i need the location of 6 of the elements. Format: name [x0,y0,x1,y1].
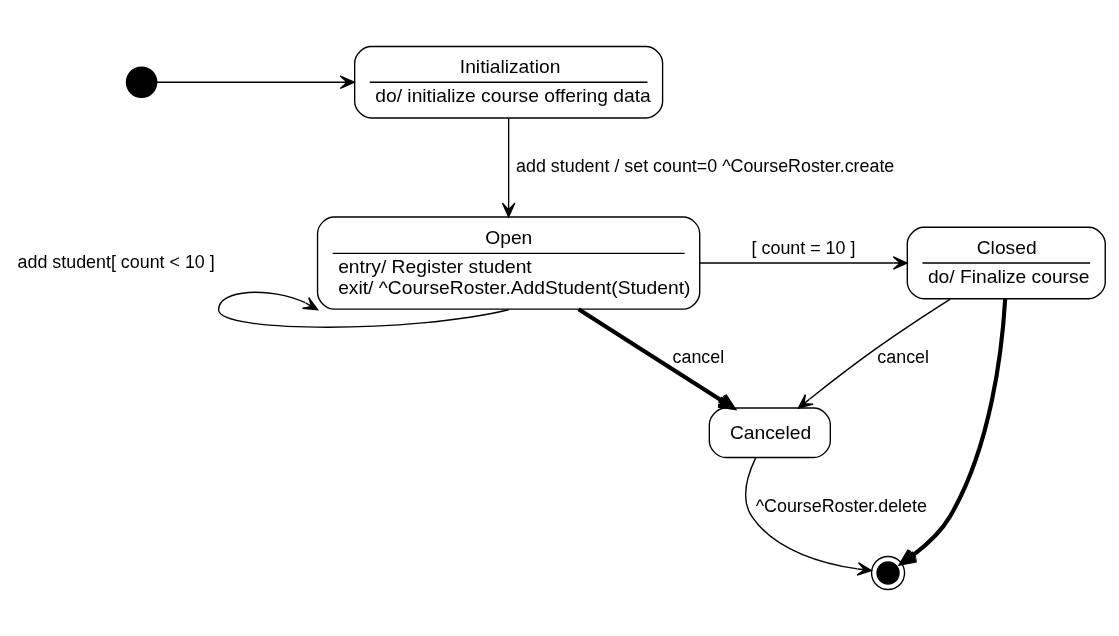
edge-label: add student[ count < 10 ] [17,251,215,272]
edge-label: cancel [877,347,929,368]
edge-label: [ count = 10 ] [751,237,856,258]
edge-label: cancel [672,347,725,368]
edge-label: add student / set count=0 ^CourseRoster.create [516,156,895,177]
edge-label: ^CourseRoster.delete [755,495,927,516]
